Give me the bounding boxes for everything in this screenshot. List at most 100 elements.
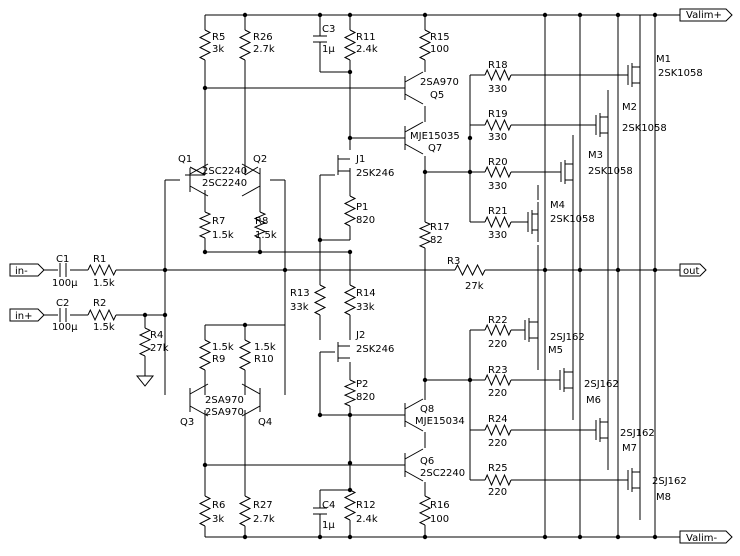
label-Q2: Q2 <box>253 154 267 165</box>
label-R11: R11 <box>356 32 376 43</box>
junction-dot-7 <box>615 12 621 18</box>
resistor-vertical-11 <box>198 339 212 371</box>
Q7-emitter <box>404 143 424 155</box>
resistor-vertical-14 <box>198 495 212 527</box>
junction-dot-1 <box>202 85 208 91</box>
label-R21: R21 <box>488 206 508 217</box>
junction-dot-21 <box>422 377 428 383</box>
resistor-horizontal-0 <box>484 68 512 82</box>
part-Q6: 2SC2240 <box>420 468 465 479</box>
port-vplus[interactable]: Valim+ <box>679 8 733 22</box>
resistor-vertical-1 <box>238 29 252 61</box>
value-R25: 220 <box>488 487 507 498</box>
svg-text:in-: in- <box>15 266 28 277</box>
Q4-emitter <box>241 405 261 417</box>
resistor-vertical-10 <box>343 284 357 316</box>
label-R27: R27 <box>253 500 273 511</box>
value-C2: 100µ <box>52 322 78 333</box>
junction-dot-27 <box>347 487 353 493</box>
Q3-emitter <box>189 405 209 417</box>
resistor-horizontal-9 <box>484 423 512 437</box>
svg-text:out: out <box>683 266 699 277</box>
value-C3: 1µ <box>322 44 335 55</box>
part-Q2: 2SC2240 <box>202 178 247 189</box>
value-R18: 330 <box>488 84 507 95</box>
resistor-vertical-0 <box>198 29 212 61</box>
junction-dot-28 <box>202 462 208 468</box>
label-R13: R13 <box>290 288 310 299</box>
Q5-collector <box>404 71 424 83</box>
junction-dot-24 <box>615 267 621 273</box>
resistor-vertical-13 <box>343 379 357 407</box>
resistor-horizontal-3 <box>484 215 512 229</box>
label-R10: R10 <box>254 354 274 365</box>
port-in-minus[interactable]: in- <box>9 263 45 277</box>
resistor-vertical-3 <box>418 29 432 61</box>
junction-dot-11 <box>347 249 353 255</box>
junction-dot-19 <box>467 169 473 175</box>
junction-dot-10 <box>257 249 263 255</box>
resistor-vertical-12 <box>238 339 252 371</box>
part-M5: 2SJ162 <box>550 332 585 343</box>
label-R14: R14 <box>356 288 376 299</box>
label-Q3: Q3 <box>180 417 194 428</box>
Q3-collector <box>189 383 209 395</box>
label-R2: R2 <box>93 298 106 309</box>
Q4-collector <box>241 383 261 395</box>
junction-dot-26 <box>347 460 353 466</box>
label-R6: R6 <box>212 500 225 511</box>
value-R16: 100 <box>430 514 449 525</box>
label-R5: R5 <box>212 32 225 43</box>
junction-dot-23 <box>577 267 583 273</box>
junction-dot-2 <box>347 69 353 75</box>
junction-dot-31 <box>422 534 428 540</box>
resistor-vertical-8 <box>138 327 152 357</box>
port-vminus[interactable]: Valim- <box>679 530 733 544</box>
junction-dot-4 <box>422 12 428 18</box>
junction-dot-37 <box>317 412 323 418</box>
label-Q4: Q4 <box>258 417 272 428</box>
Q7-collector <box>404 121 424 133</box>
label-R22: R22 <box>488 315 508 326</box>
junction-dot-20 <box>467 377 473 383</box>
value-P2: 820 <box>356 392 375 403</box>
resistor-horizontal-4 <box>87 263 117 277</box>
resistor-vertical-16 <box>343 489 357 521</box>
junction-dot-29 <box>242 534 248 540</box>
value-R6: 3k <box>212 514 224 525</box>
value-C1: 100µ <box>52 278 78 289</box>
value-C4: 1µ <box>322 520 335 531</box>
junction-dot-39 <box>242 322 248 328</box>
label-R8: R8 <box>255 216 268 227</box>
resistor-horizontal-8 <box>484 373 512 387</box>
junction-dot-41 <box>317 12 323 18</box>
port-out[interactable]: out <box>679 263 707 277</box>
label-M3: M3 <box>588 150 603 161</box>
label-R15: R15 <box>430 32 450 43</box>
value-R11: 2.4k <box>356 44 378 55</box>
label-R4: R4 <box>150 330 163 341</box>
supply-rails <box>205 14 680 538</box>
label-R12: R12 <box>356 500 376 511</box>
resistor-vertical-6 <box>343 195 357 227</box>
label-M8: M8 <box>656 492 671 503</box>
label-Q6: Q6 <box>420 456 434 467</box>
value-R17: 82 <box>430 235 443 246</box>
part-Q5: 2SA970 <box>420 77 459 88</box>
junction-dot-5 <box>542 12 548 18</box>
label-C2: C2 <box>56 298 69 309</box>
label-Q7: Q7 <box>428 143 442 154</box>
label-R1: R1 <box>93 254 106 265</box>
port-in-plus[interactable]: in+ <box>9 308 45 322</box>
value-R23: 220 <box>488 388 507 399</box>
junction-dot-22 <box>542 267 548 273</box>
value-R15: 100 <box>430 44 449 55</box>
label-J2: J2 <box>355 330 365 341</box>
Q1-collector <box>189 163 209 175</box>
component-symbols <box>59 29 641 527</box>
label-R19: R19 <box>488 109 508 120</box>
junction-dot-36 <box>317 534 323 540</box>
Q5-emitter <box>404 93 424 105</box>
junction-dot-16 <box>162 267 168 273</box>
